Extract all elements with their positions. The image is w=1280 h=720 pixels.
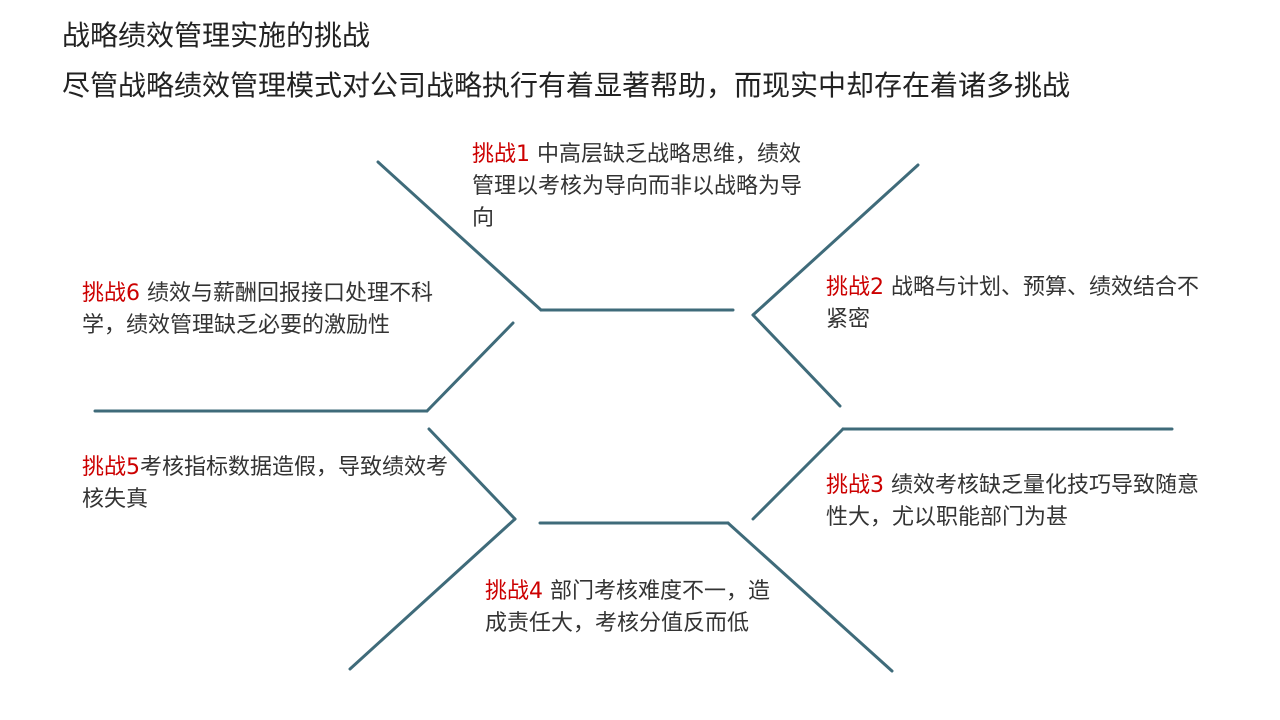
- challenge-4: 挑战4 部门考核难度不一，造成责任大，考核分值反而低: [485, 576, 785, 640]
- challenge-2: 挑战2 战略与计划、预算、绩效结合不紧密: [826, 272, 1206, 336]
- branch-line-bottom-right: [726, 521, 894, 673]
- page-subtitle: 尽管战略绩效管理模式对公司战略执行有着显著帮助，而现实中却存在着诸多挑战: [62, 69, 1071, 102]
- branch-line-left-lower: [427, 427, 517, 521]
- challenge-1-label: 挑战1: [472, 142, 530, 167]
- challenge-6: 挑战6 绩效与薪酬回报接口处理不科学，绩效管理缺乏必要的激励性: [82, 278, 462, 342]
- challenge-6-label: 挑战6: [82, 281, 140, 306]
- challenge-5-text: 考核指标数据造假，导致绩效考核失真: [82, 455, 449, 512]
- page-title: 战略绩效管理实施的挑战: [62, 19, 371, 52]
- challenge-2-text: 战略与计划、预算、绩效结合不紧密: [826, 275, 1199, 332]
- branch-line-right-down: [751, 313, 842, 408]
- challenge-4-text: 部门考核难度不一，造成责任大，考核分值反而低: [485, 579, 770, 636]
- challenge-1-text: 中高层缺乏战略思维，绩效管理以考核为导向而非以战略为导向: [472, 142, 803, 231]
- branch-line-left-bottom: [348, 517, 517, 671]
- branch-line-left-up: [425, 321, 515, 413]
- challenge-1: 挑战1 中高层缺乏战略思维，绩效管理以考核为导向而非以战略为导向: [472, 139, 822, 235]
- challenge-3: 挑战3 绩效考核缺乏量化技巧导致随意性大，尤以职能部门为甚: [826, 470, 1206, 534]
- challenge-5: 挑战5考核指标数据造假，导致绩效考核失真: [82, 452, 452, 516]
- branch-line-right-lower-diagonal: [751, 427, 845, 521]
- challenge-2-label: 挑战2: [826, 275, 884, 300]
- branch-line-right-up: [751, 163, 920, 317]
- challenge-6-text: 绩效与薪酬回报接口处理不科学，绩效管理缺乏必要的激励性: [82, 281, 433, 338]
- challenge-3-text: 绩效考核缺乏量化技巧导致随意性大，尤以职能部门为甚: [826, 473, 1199, 530]
- challenge-5-label: 挑战5: [82, 455, 140, 480]
- challenge-3-label: 挑战3: [826, 473, 884, 498]
- challenge-4-label: 挑战4: [485, 579, 543, 604]
- branch-line-top-left: [376, 160, 543, 312]
